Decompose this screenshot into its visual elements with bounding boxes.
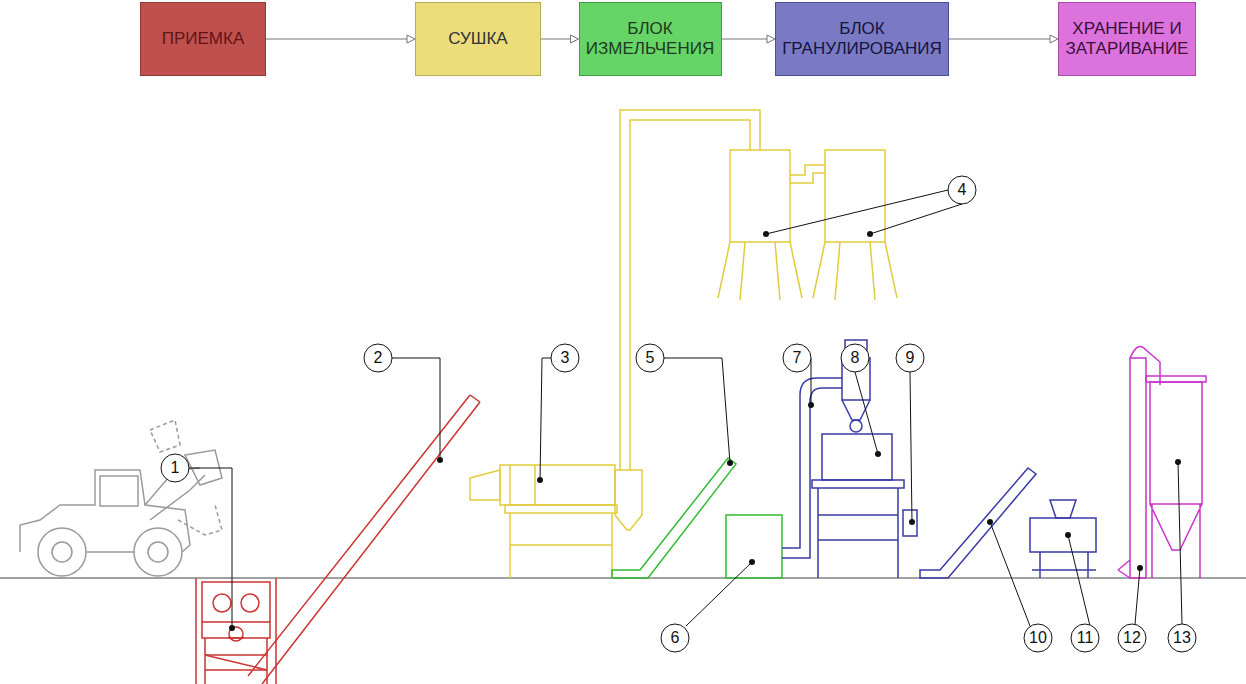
box-label: БЛОК ГРАНУЛИРОВАНИЯ	[776, 19, 948, 60]
callout-number: 10	[1024, 628, 1052, 648]
dryer	[470, 110, 760, 578]
box-label: ХРАНЕНИЕ И ЗАТАРИВАНИЕ	[1059, 19, 1195, 60]
inclined-conveyor	[248, 395, 480, 684]
process-box: БЛОК ИЗМЕЛЬЧЕНИЯ	[579, 2, 722, 76]
box-label: СУШКА	[448, 29, 507, 49]
callout-number: 8	[841, 348, 869, 368]
cyclone-pair	[718, 150, 897, 300]
process-box: ХРАНЕНИЕ И ЗАТАРИВАНИЕ	[1058, 2, 1196, 76]
callout-number: 2	[364, 348, 392, 368]
callout-number: 11	[1071, 628, 1099, 648]
callout-circles	[161, 176, 1196, 652]
callout-number: 1	[161, 458, 189, 478]
grinding-bin	[726, 515, 782, 578]
cooler-conveyor	[920, 468, 1036, 578]
callout-number: 3	[551, 348, 579, 368]
storage-silo	[1146, 376, 1206, 578]
callout-number: 4	[948, 180, 976, 200]
leader-dots	[229, 231, 1181, 631]
callout-number: 5	[636, 348, 664, 368]
flow-arrow	[541, 35, 579, 43]
callout-number: 7	[783, 348, 811, 368]
cooler	[1030, 500, 1096, 578]
process-box: БЛОК ГРАНУЛИРОВАНИЯ	[775, 2, 949, 76]
wheel-loader	[20, 420, 222, 576]
callout-number: 9	[896, 348, 924, 368]
process-box: ПРИЕМКА	[140, 2, 266, 76]
bucket-elevator	[1118, 346, 1160, 578]
process-box: СУШКА	[415, 2, 541, 76]
granulation-unit	[782, 340, 917, 578]
box-label: ПРИЕМКА	[162, 29, 245, 49]
callout-number: 12	[1118, 628, 1146, 648]
flow-arrow	[722, 35, 776, 43]
flow-arrow	[949, 35, 1058, 43]
leader-lines	[189, 190, 1182, 628]
callout-number: 13	[1168, 628, 1196, 648]
flow-arrow	[266, 35, 415, 43]
box-label: БЛОК ИЗМЕЛЬЧЕНИЯ	[580, 19, 721, 60]
callout-number: 6	[661, 628, 689, 648]
receiving-hopper	[196, 578, 276, 684]
crusher-conveyor	[612, 458, 736, 578]
